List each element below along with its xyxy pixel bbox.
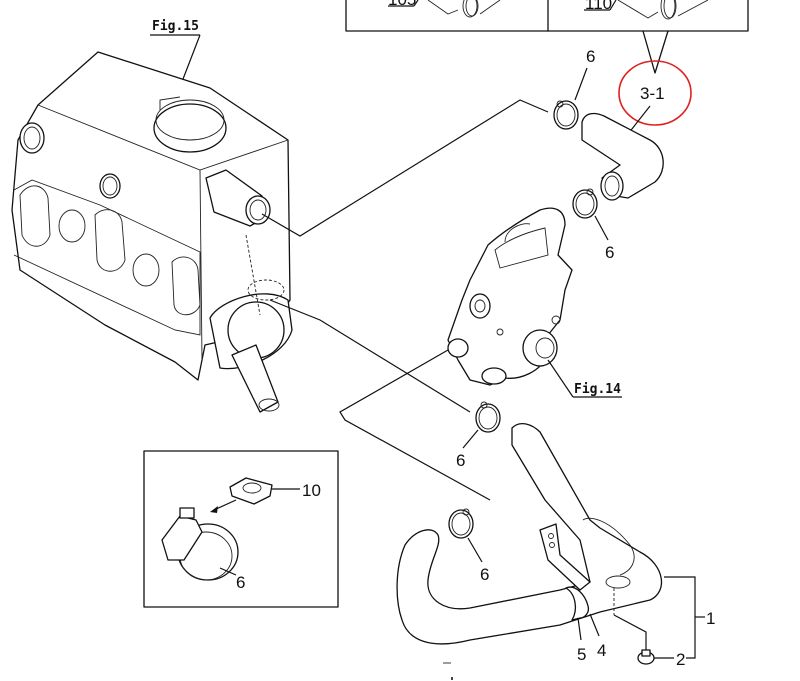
leader-upper-outlet <box>261 99 549 237</box>
fig15-label[interactable]: Fig.15 <box>152 19 199 34</box>
top-inset-box: 105 110 <box>345 0 749 74</box>
callout-clamp-upper-right[interactable]: 6 <box>605 243 614 262</box>
filler-cap-icon <box>153 103 227 153</box>
clip-part-10 <box>229 477 273 505</box>
callout-1-bracket: 1 <box>664 576 715 659</box>
callout-detail-clamp[interactable]: 6 <box>236 573 245 592</box>
leader-lower-outlet <box>269 299 471 413</box>
fig14-reference[interactable]: Fig.14 <box>547 359 622 398</box>
callout-clamp-lower[interactable]: 6 <box>480 565 489 584</box>
cylinder-head <box>11 51 293 413</box>
callout-detail-clip[interactable]: 10 <box>302 481 321 500</box>
leader-pump-lower <box>339 349 491 501</box>
inset-label-105: 105 <box>388 0 416 9</box>
clamp-top: 6 <box>553 47 595 130</box>
clamp-upper-right: 6 <box>572 188 614 262</box>
detail-inset-box: 10 6 <box>143 450 339 608</box>
upper-hose <box>581 112 664 201</box>
clamp-mid: 6 <box>456 401 501 470</box>
lower-hose-assembly <box>396 422 663 652</box>
drain-plug: 2 <box>637 649 685 669</box>
callout-drain-plug[interactable]: 2 <box>676 650 685 669</box>
inset-label-110: 110 <box>585 0 612 13</box>
inset-part-110: 110 <box>584 0 709 20</box>
callout-clamp-top[interactable]: 6 <box>586 47 595 66</box>
inset-part-105: 105 <box>388 0 501 18</box>
callout-band-4[interactable]: 4 <box>597 641 606 660</box>
highlight-3-1[interactable]: 3-1 <box>618 60 692 135</box>
callout-clamp-mid[interactable]: 6 <box>456 451 465 470</box>
highlight-circle <box>618 60 692 126</box>
callout-band-5[interactable]: 5 <box>577 645 586 664</box>
clamp-lower: 6 <box>448 508 489 584</box>
water-pump <box>447 207 573 386</box>
callout-3-1[interactable]: 3-1 <box>640 84 665 103</box>
callout-main-hose[interactable]: 1 <box>706 609 715 628</box>
fig14-label[interactable]: Fig.14 <box>574 382 621 397</box>
stray-dot <box>451 677 453 680</box>
